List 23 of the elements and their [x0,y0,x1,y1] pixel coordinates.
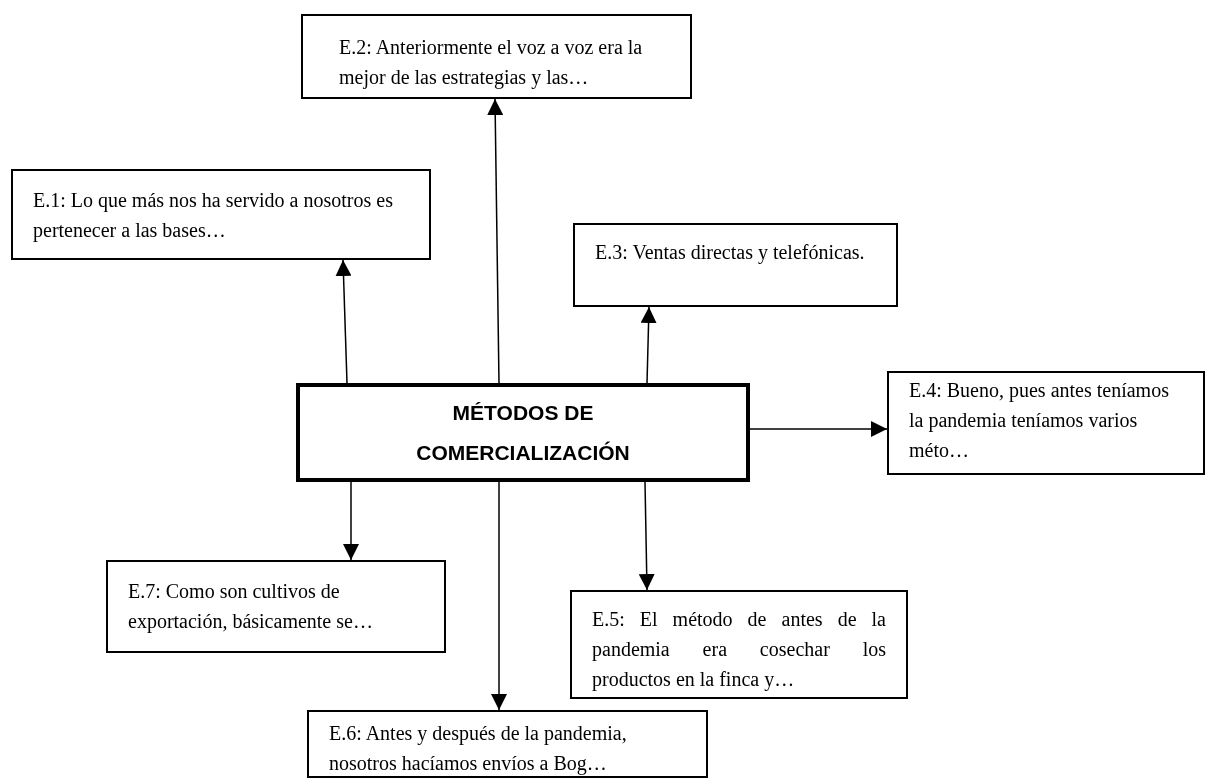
quote-box [11,169,431,260]
node-text: E.5: El método de antes de la pandemia era cosechar los productos en la finca y… [592,607,886,693]
node-text: E.7: Como son cultivos de exportación, básicamente se… [128,579,374,635]
quote-box [106,560,446,653]
arrow [491,481,507,711]
quote-box [307,710,708,778]
node-text: E.6: Antes y después de la pandemia, nosotros hacíamos envíos a Bog… [329,721,628,777]
node-text: E.3: Ventas directas y telefónicas. [595,240,866,266]
quote-box [887,371,1205,475]
arrow [749,421,888,437]
node-text: E.2: Anteriormente el voz a voz era la mejor de las estrategias y las… [339,35,644,91]
node-text: E.1: Lo que más nos ha servido a nosotros es pertenecer a las bases… [33,188,394,244]
node-text: MÉTODOS DE COMERCIALIZACIÓN [415,399,631,466]
arrow [487,98,504,384]
arrow [335,259,352,384]
arrow [640,306,657,384]
quote-box [570,590,908,699]
quote-box [301,14,692,99]
quote-box [573,223,898,307]
arrow [343,481,359,561]
arrow [638,481,655,591]
node-text: E.4: Bueno, pues antes teníamos la pandemia teníamos varios méto… [909,378,1170,463]
title-box [296,383,750,482]
